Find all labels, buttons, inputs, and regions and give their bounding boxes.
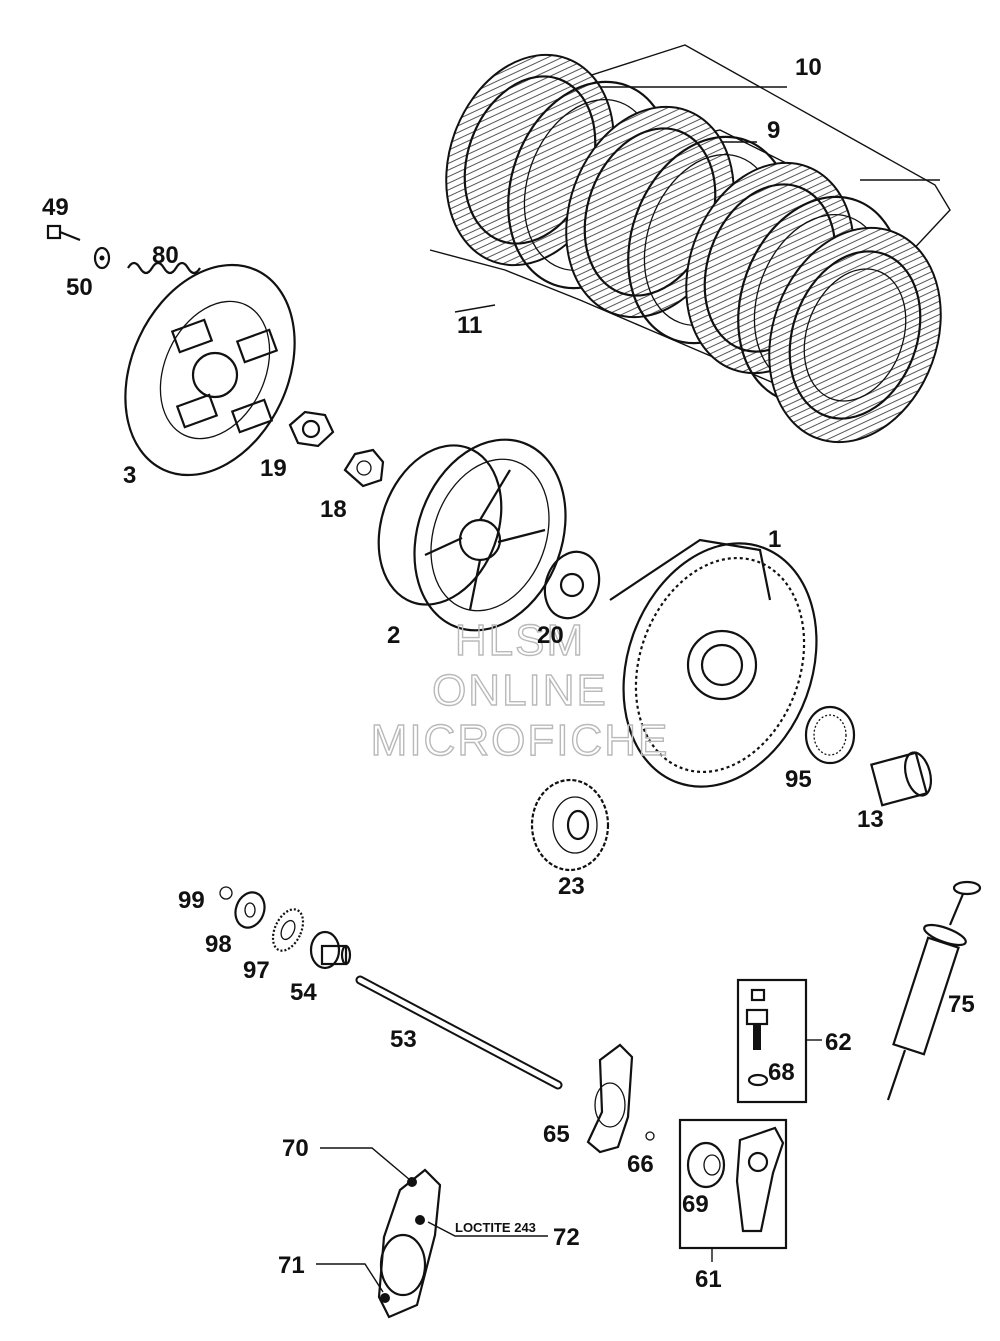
callouts: 10 9 11 49 50 80 3 19 18 2 20 1 95 13 23… bbox=[42, 54, 975, 1293]
bolt-49 bbox=[46, 224, 81, 242]
ball-99 bbox=[219, 886, 233, 900]
callout-62: 62 bbox=[825, 1029, 852, 1056]
callout-18: 18 bbox=[320, 496, 347, 523]
dowel-66 bbox=[645, 1131, 655, 1141]
callout-71: 71 bbox=[278, 1252, 305, 1279]
bleeder-screw-68 bbox=[745, 988, 769, 1087]
callout-80: 80 bbox=[152, 242, 179, 269]
callout-54: 54 bbox=[290, 979, 317, 1006]
callout-3: 3 bbox=[123, 462, 136, 489]
callout-20: 20 bbox=[537, 622, 564, 649]
gear-23 bbox=[530, 778, 610, 872]
callout-66: 66 bbox=[627, 1151, 654, 1178]
nut-19 bbox=[288, 410, 335, 448]
callout-69: 69 bbox=[682, 1191, 709, 1218]
washer-98 bbox=[234, 891, 266, 929]
bearing-97 bbox=[271, 908, 305, 952]
loctite-note: LOCTITE 243 bbox=[455, 1220, 536, 1235]
bushing-13 bbox=[870, 751, 933, 807]
bleeder-kit-62 bbox=[736, 978, 822, 1104]
callout-97: 97 bbox=[243, 957, 270, 984]
callout-23: 23 bbox=[558, 873, 585, 900]
pressure-piece-54 bbox=[309, 930, 352, 970]
callout-53: 53 bbox=[390, 1026, 417, 1053]
callout-95: 95 bbox=[785, 766, 812, 793]
syringe-75 bbox=[886, 880, 982, 1101]
slave-cylinder-cover bbox=[377, 1168, 442, 1319]
callout-10: 10 bbox=[795, 54, 822, 81]
callout-2: 2 bbox=[387, 622, 400, 649]
friction-disc bbox=[768, 226, 942, 444]
clutch-disc-pack bbox=[429, 44, 951, 444]
callout-19: 19 bbox=[260, 455, 287, 482]
watermark-line-2: ONLINE bbox=[432, 666, 608, 715]
callout-49: 49 bbox=[42, 194, 69, 221]
callout-11: 11 bbox=[457, 312, 482, 339]
callout-75: 75 bbox=[948, 991, 975, 1018]
washer-50 bbox=[93, 246, 111, 270]
callout-99: 99 bbox=[178, 887, 205, 914]
watermark-line-1: HLSM bbox=[455, 616, 585, 665]
slave-cylinder-61 bbox=[678, 1118, 788, 1262]
callout-70: 70 bbox=[282, 1135, 309, 1162]
leader-lines bbox=[316, 1147, 548, 1293]
watermark-line-3: MICROFICHE bbox=[371, 716, 670, 765]
push-rod-53 bbox=[355, 975, 563, 1090]
callout-68: 68 bbox=[768, 1059, 795, 1086]
pressure-plate bbox=[124, 263, 296, 477]
callout-61: 61 bbox=[695, 1266, 722, 1293]
callout-65: 65 bbox=[543, 1121, 570, 1148]
thrust-washer-20 bbox=[543, 550, 601, 620]
callout-1: 1 bbox=[768, 526, 781, 553]
callout-9: 9 bbox=[767, 117, 780, 144]
needle-bearing-95 bbox=[804, 705, 856, 765]
spring-80 bbox=[127, 261, 201, 275]
lock-washer-18 bbox=[343, 448, 385, 488]
outer-clutch-basket bbox=[609, 538, 818, 788]
callout-13: 13 bbox=[857, 806, 884, 833]
callout-98: 98 bbox=[205, 931, 232, 958]
callout-50: 50 bbox=[66, 274, 93, 301]
callout-72: 72 bbox=[553, 1224, 580, 1251]
watermark: HLSM ONLINE MICROFICHE bbox=[370, 615, 670, 765]
gasket-65 bbox=[586, 1043, 634, 1154]
seal-69 bbox=[686, 1141, 726, 1189]
